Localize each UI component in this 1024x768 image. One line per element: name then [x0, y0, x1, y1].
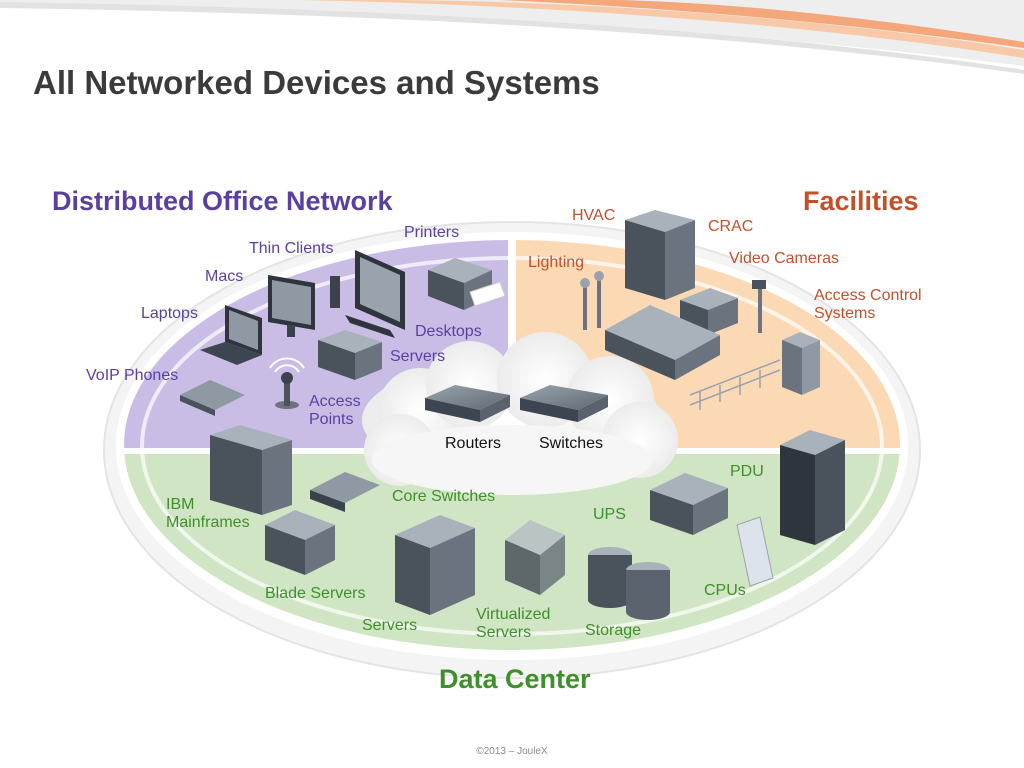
access-point	[269, 357, 305, 409]
mac-monitor	[268, 275, 315, 337]
label-virtualized-servers-line2: Servers	[476, 624, 532, 641]
label-access-points: Access Points	[309, 393, 361, 429]
virtualized-server	[505, 520, 565, 595]
label-hvac: HVAC	[572, 207, 616, 224]
label-pdu: PDU	[730, 463, 764, 480]
label-thin-clients: Thin Clients	[249, 240, 334, 257]
label-access-control: Access Control Systems	[814, 287, 922, 323]
page-title: All Networked Devices and Systems	[33, 64, 600, 101]
label-storage: Storage	[585, 622, 642, 639]
label-access-control-line1: Access Control	[814, 287, 922, 304]
label-lighting: Lighting	[528, 254, 585, 271]
label-blade-servers: Blade Servers	[265, 585, 366, 602]
router-device	[425, 385, 510, 422]
label-dc-servers: Servers	[362, 617, 418, 634]
label-virtualized-servers-line1: Virtualized	[476, 606, 551, 623]
section-title-facilities: Facilities	[803, 186, 919, 216]
label-ibm-mainframes-line2: Mainframes	[166, 514, 250, 531]
switch-device	[520, 385, 608, 422]
label-ibm-mainframes-line1: IBM	[166, 496, 195, 513]
storage-cylinders	[588, 547, 670, 620]
label-ibm-mainframes: IBM Mainframes	[166, 496, 250, 532]
server-rack	[395, 515, 475, 615]
label-ups: UPS	[593, 506, 626, 523]
core-switch	[310, 472, 380, 512]
label-access-points-line1: Access	[309, 393, 361, 410]
label-switches: Switches	[539, 435, 604, 452]
printer-device	[428, 258, 506, 310]
thin-client-monitor	[330, 250, 405, 338]
label-access-control-line2: Systems	[814, 305, 876, 322]
video-camera-pole	[752, 280, 766, 333]
blade-server	[265, 510, 335, 575]
ibm-mainframe	[210, 425, 292, 515]
ups-unit	[650, 473, 728, 535]
label-voip-phones: VoIP Phones	[86, 367, 179, 384]
label-crac: CRAC	[708, 218, 754, 235]
section-title-office: Distributed Office Network	[52, 186, 393, 216]
label-routers: Routers	[445, 435, 502, 452]
laptop-device	[200, 305, 262, 365]
core-cloud	[362, 332, 678, 495]
facility-building	[605, 305, 720, 380]
label-office-servers: Servers	[390, 348, 446, 365]
label-access-points-line2: Points	[309, 411, 354, 428]
label-core-switches: Core Switches	[392, 488, 496, 505]
lighting-poles	[580, 271, 604, 330]
label-macs: Macs	[205, 268, 244, 285]
label-desktops: Desktops	[415, 323, 482, 340]
fence	[689, 359, 781, 410]
desktop-server	[318, 330, 382, 380]
label-video-cameras: Video Cameras	[729, 250, 839, 267]
label-printers: Printers	[404, 224, 460, 241]
cpu-board	[736, 516, 774, 587]
voip-phone	[180, 380, 245, 416]
label-laptops: Laptops	[141, 305, 198, 322]
label-virtualized-servers: Virtualized Servers	[476, 606, 550, 642]
access-control-booth	[782, 332, 820, 395]
section-title-datacenter: Data Center	[439, 664, 591, 694]
footer-copyright: ©2013 – JouleX	[476, 746, 548, 757]
label-cpus: CPUs	[704, 582, 746, 599]
hvac-building	[625, 210, 695, 300]
header-swoosh	[0, 0, 1024, 74]
pdu-rack	[780, 430, 845, 545]
